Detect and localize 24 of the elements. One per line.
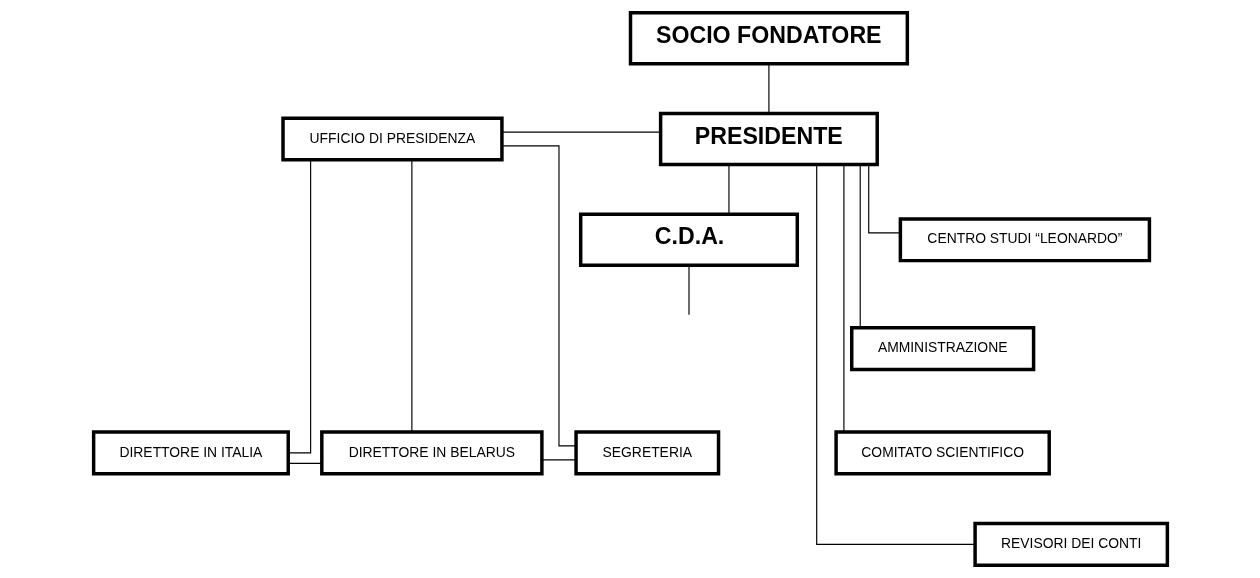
connector (842, 164, 844, 433)
connector (859, 164, 861, 329)
connector (815, 164, 976, 545)
node-box: SEGRETERIA (573, 430, 720, 476)
connector (727, 164, 730, 215)
connector (287, 462, 322, 464)
connector (687, 265, 690, 316)
node-box: PRESIDENTE (658, 111, 879, 167)
connector (410, 159, 412, 433)
connector (501, 131, 661, 133)
node-box: DIRETTORE IN ITALIA (91, 430, 290, 476)
node-box: AMMINISTRAZIONE (849, 326, 1035, 372)
connector (867, 164, 901, 234)
node-box: C.D.A. (578, 212, 799, 267)
connector (287, 159, 311, 454)
node-box: REVISORI DEI CONTI (972, 521, 1169, 567)
node-box: COMITATO SCIENTIFICO (833, 430, 1051, 476)
connector (541, 459, 576, 461)
node-box: CENTRO STUDI “LEONARDO” (898, 217, 1151, 263)
node-box: DIRETTORE IN BELARUS (319, 430, 544, 476)
node-box: SOCIO FONDATORE (628, 11, 909, 66)
connector (767, 63, 769, 115)
connector (501, 145, 577, 447)
node-box: UFFICIO DI PRESIDENZA (280, 116, 504, 162)
